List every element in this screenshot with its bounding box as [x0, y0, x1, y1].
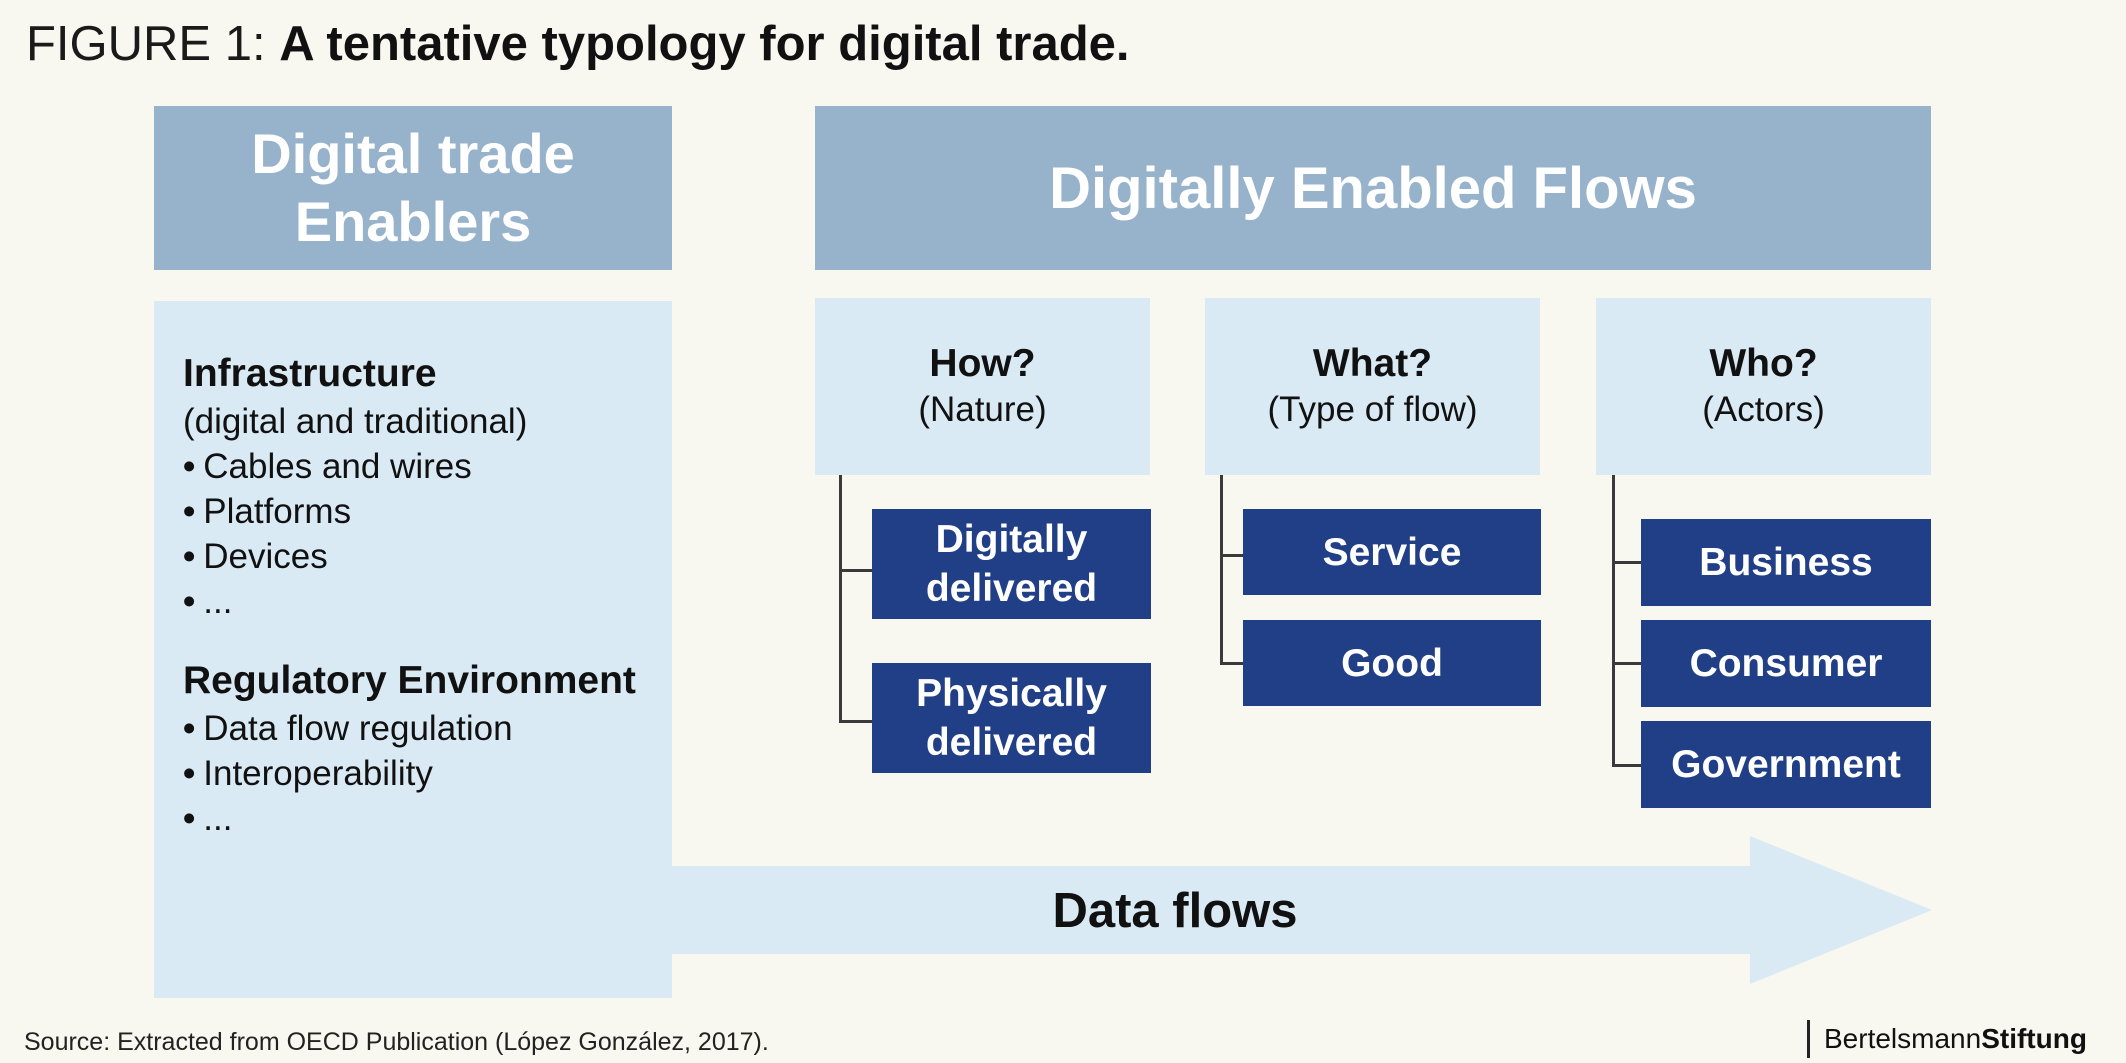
bullet-item: •Data flow regulation: [183, 706, 663, 751]
bullet-text: Data flow regulation: [203, 709, 513, 748]
flows-header-text: Digitally Enabled Flows: [1049, 155, 1697, 221]
how-connector-branch: [839, 569, 873, 572]
brand-part1: Bertelsmann: [1824, 1023, 1982, 1054]
regulatory-section: Regulatory Environment •Data flow regula…: [183, 656, 663, 841]
figure-title: FIGURE 1: A tentative typology for digit…: [26, 14, 1130, 74]
bullet-text: Interoperability: [203, 754, 433, 793]
what-box: What? (Type of flow): [1205, 298, 1540, 475]
option-label: Consumer: [1689, 642, 1883, 685]
bullet-dot-icon: •: [183, 447, 196, 486]
option-business: Business: [1641, 519, 1931, 606]
bullet-text: Cables and wires: [203, 447, 472, 486]
figure-label: FIGURE 1:: [26, 17, 266, 71]
option-label: Government: [1671, 743, 1901, 786]
option-government: Government: [1641, 721, 1931, 808]
who-connector-branch: [1612, 764, 1642, 767]
option-service: Service: [1243, 509, 1541, 595]
bullet-item: •...: [183, 579, 663, 624]
how-connector-branch: [839, 720, 873, 723]
source-note: Source: Extracted from OECD Publication …: [24, 1028, 769, 1056]
brand-part2: Stiftung: [1981, 1023, 2087, 1054]
data-flows-label: Data flows: [1052, 884, 1298, 938]
bullet-item: •Interoperability: [183, 751, 663, 796]
who-box: Who? (Actors): [1596, 298, 1931, 475]
who-connector-branch: [1612, 662, 1642, 665]
option-label: Digitally delivered: [925, 518, 1098, 610]
how-connector-vertical: [839, 475, 842, 723]
bullet-text: ...: [203, 799, 233, 838]
figure-title-text: A tentative typology for digital trade.: [279, 17, 1130, 71]
bullet-dot-icon: •: [183, 582, 196, 621]
how-question: How?: [929, 342, 1036, 385]
bullet-dot-icon: •: [183, 799, 196, 838]
infrastructure-section: Infrastructure (digital and traditional)…: [183, 349, 663, 624]
flows-header: Digitally Enabled Flows: [815, 106, 1931, 270]
what-subtitle: (Type of flow): [1267, 390, 1478, 429]
enablers-header-text: Digital trade Enablers: [251, 122, 575, 253]
who-subtitle: (Actors): [1702, 390, 1825, 429]
what-connector-vertical: [1220, 475, 1223, 665]
infrastructure-title: Infrastructure: [183, 352, 437, 395]
bullet-text: Platforms: [203, 492, 352, 531]
bullet-item: •...: [183, 796, 663, 841]
bullet-dot-icon: •: [183, 537, 196, 576]
infrastructure-subtitle: (digital and traditional): [183, 402, 528, 441]
option-label: Good: [1341, 641, 1443, 685]
how-box: How? (Nature): [815, 298, 1150, 475]
brand-logo: BertelsmannStiftung: [1807, 1020, 2087, 1058]
how-subtitle: (Nature): [918, 390, 1047, 429]
option-label: Business: [1699, 541, 1873, 584]
what-connector-branch: [1220, 662, 1244, 665]
bullet-item: •Cables and wires: [183, 444, 663, 489]
who-connector-branch: [1612, 561, 1642, 564]
option-good: Good: [1243, 620, 1541, 706]
bullet-item: •Platforms: [183, 489, 663, 534]
option-digitally-delivered: Digitally delivered: [872, 509, 1151, 619]
who-question: Who?: [1709, 342, 1818, 385]
what-connector-branch: [1220, 554, 1244, 557]
data-flows-arrow-shape: [672, 836, 1932, 984]
who-connector-vertical: [1612, 475, 1615, 767]
data-flows-arrow: [672, 836, 1932, 984]
option-consumer: Consumer: [1641, 620, 1931, 707]
option-label: Physically delivered: [916, 672, 1107, 764]
bullet-dot-icon: •: [183, 754, 196, 793]
enablers-header: Digital trade Enablers: [154, 106, 672, 270]
bullet-text: Devices: [203, 537, 328, 576]
bullet-dot-icon: •: [183, 492, 196, 531]
bullet-text: ...: [203, 582, 233, 621]
option-physically-delivered: Physically delivered: [872, 663, 1151, 773]
bullet-item: •Devices: [183, 534, 663, 579]
option-label: Service: [1322, 530, 1462, 574]
what-question: What?: [1312, 342, 1433, 385]
enablers-panel: [154, 301, 672, 998]
bullet-dot-icon: •: [183, 709, 196, 748]
regulatory-title: Regulatory Environment: [183, 659, 636, 702]
